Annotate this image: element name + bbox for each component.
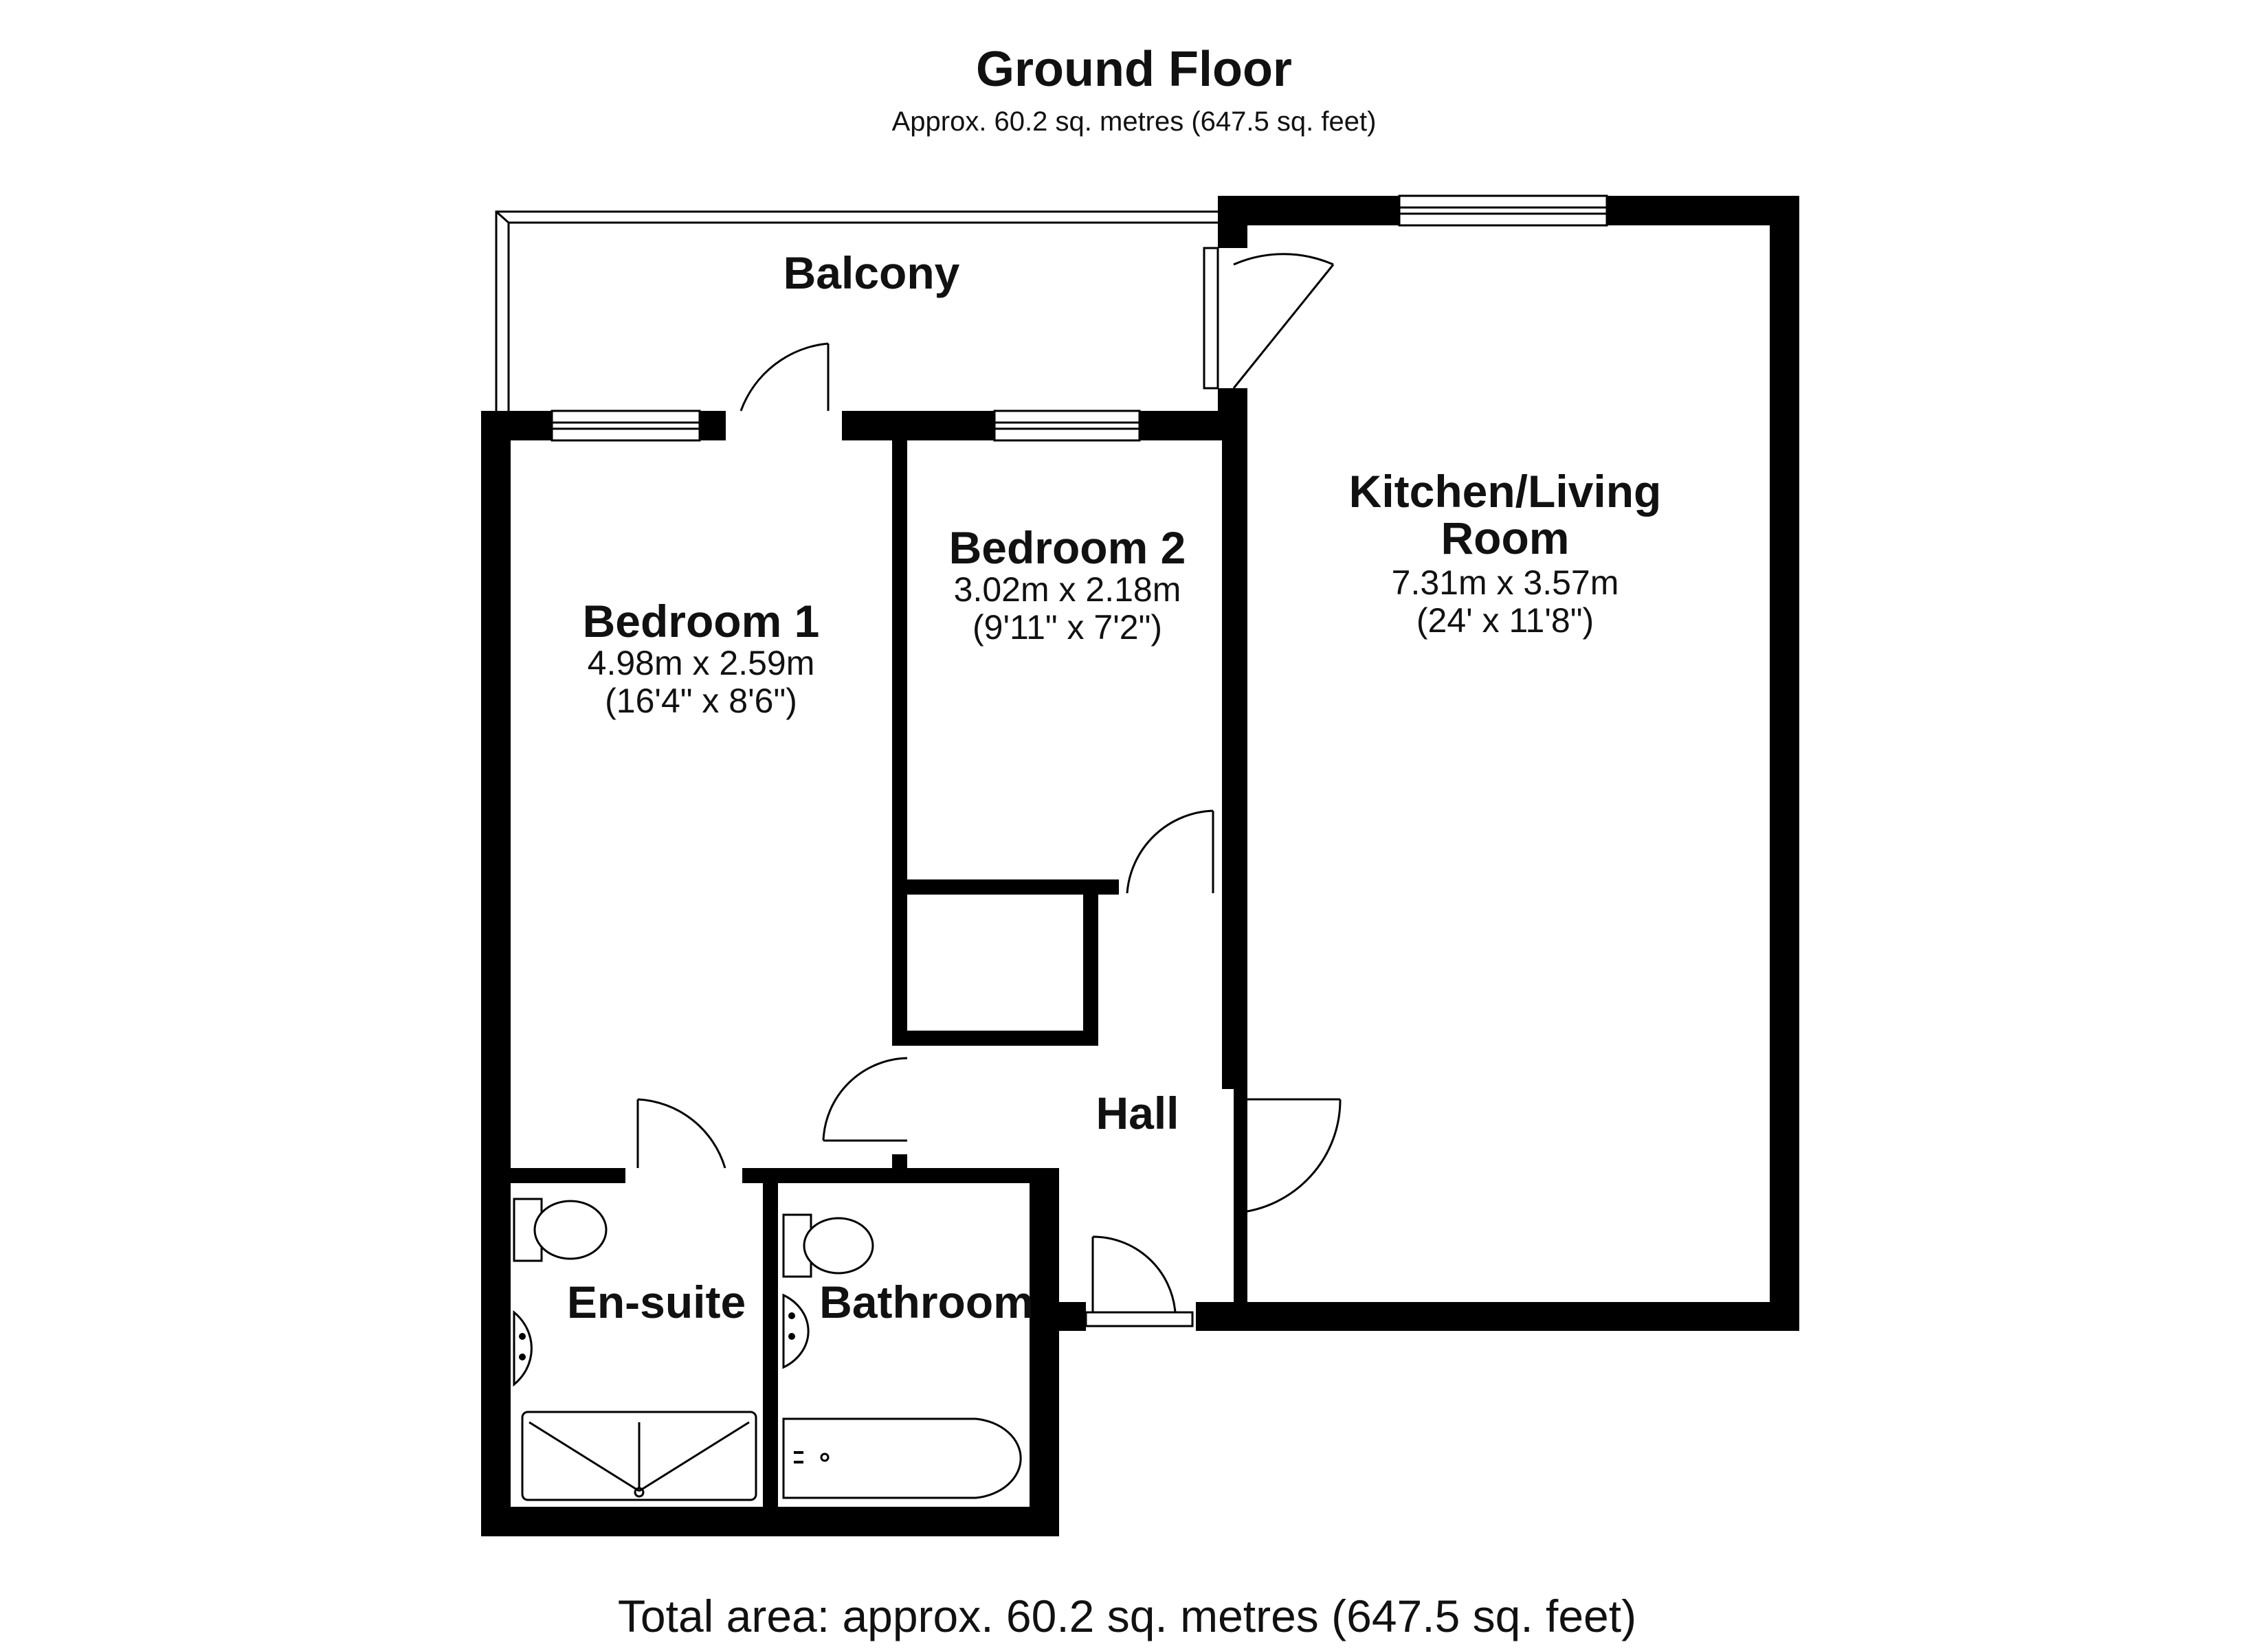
room-size-ft-bedroom2: (9'11" x 7'2") <box>972 608 1162 647</box>
room-size-ft-bedroom1: (16'4" x 8'6") <box>605 682 797 720</box>
basin-bathroom-icon <box>782 1293 810 1369</box>
door-kitchen-balcony <box>1203 247 1335 390</box>
door-hall-kitchen <box>1236 1098 1342 1214</box>
room-size-m-kitchen: 7.31m x 3.57m <box>1392 563 1619 602</box>
shower-tray-icon <box>521 1411 757 1501</box>
walls <box>481 196 1799 1536</box>
room-labels: Balcony Bedroom 1 4.98m x 2.59m (16'4" x… <box>567 247 1662 1327</box>
balcony-outline <box>495 210 1222 411</box>
door-ensuite <box>636 1098 726 1169</box>
room-label-balcony: Balcony <box>783 247 960 298</box>
room-label-kitchen-line2: Room <box>1441 513 1570 563</box>
window-bedroom1 <box>551 410 701 442</box>
window-bedroom2 <box>993 410 1141 442</box>
doors <box>636 247 1342 1327</box>
window-kitchen <box>1398 194 1608 227</box>
room-label-hall: Hall <box>1096 1088 1179 1138</box>
room-size-m-bedroom2: 3.02m x 2.18m <box>954 570 1181 609</box>
room-label-bedroom2: Bedroom 2 <box>949 522 1186 573</box>
room-size-ft-kitchen: (24' x 11'8") <box>1416 601 1594 640</box>
room-label-kitchen-line1: Kitchen/Living <box>1349 466 1662 517</box>
plan-title: Ground Floor <box>976 42 1292 97</box>
room-label-bathroom: Bathroom <box>819 1277 1034 1327</box>
door-bedroom1-balcony <box>740 342 830 412</box>
total-area: Total area: approx. 60.2 sq. metres (647… <box>618 1591 1636 1641</box>
door-bedroom2-hall <box>1126 809 1214 894</box>
door-front <box>1085 1235 1194 1327</box>
basin-ensuite-icon <box>513 1310 533 1387</box>
room-label-bedroom1: Bedroom 1 <box>583 596 820 647</box>
door-bedroom1-hall <box>822 1057 908 1142</box>
toilet-bathroom-icon <box>782 1213 874 1278</box>
fixtures <box>513 1198 1022 1501</box>
toilet-ensuite-icon <box>513 1198 608 1262</box>
plan-subtitle: Approx. 60.2 sq. metres (647.5 sq. feet) <box>892 106 1377 137</box>
room-size-m-bedroom1: 4.98m x 2.59m <box>588 644 815 682</box>
room-label-ensuite: En-suite <box>567 1277 746 1327</box>
bathtub-icon <box>782 1417 1022 1499</box>
windows <box>551 194 1608 442</box>
